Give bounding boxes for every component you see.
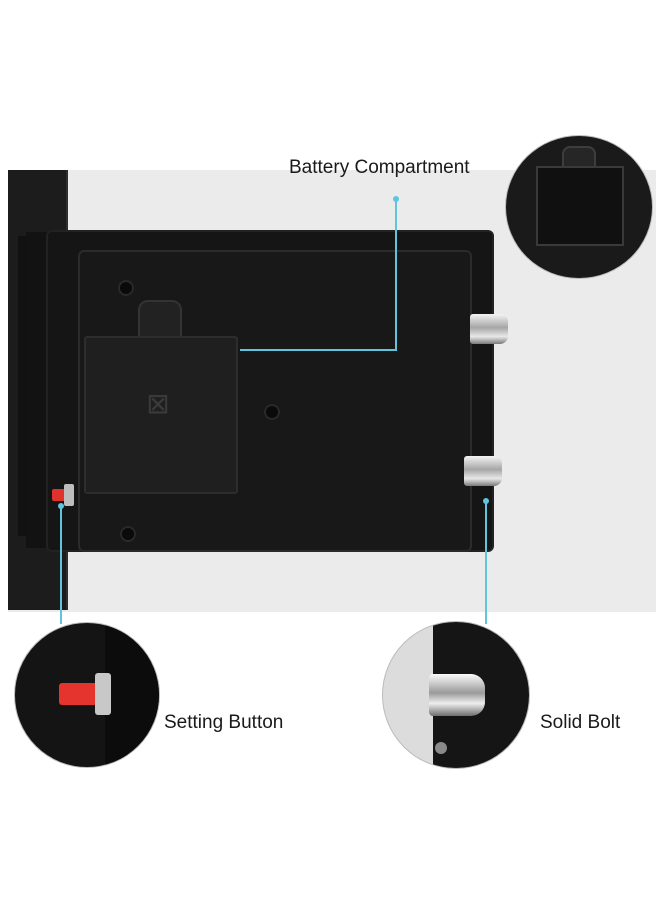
callout-dot-bolt [483,498,489,504]
solid-bolt-lower [464,456,502,486]
solid-bolt-closeup [429,674,485,716]
callout-line-bolt [485,502,487,624]
door-wall [105,623,159,767]
battery-latch [138,300,182,338]
solid-bolt-label: Solid Bolt [540,712,621,733]
battery-cover [84,336,238,494]
screw-hole [120,526,136,542]
solid-bolt-upper [470,314,508,344]
battery-zoom-circle [505,135,653,279]
callout-line-battery-vertical [395,200,397,350]
bolt-zoom-circle [382,621,530,769]
crossed-out-bin-icon: ⊠ [146,388,170,419]
red-setting-button [59,683,97,705]
button-ring [95,673,111,715]
setting-zoom-circle [14,622,160,768]
setting-button-label: Setting Button [164,712,284,733]
callout-line-setting [60,506,62,624]
callout-dot-battery [393,196,399,202]
screw-hole [118,280,134,296]
screw-hole [264,404,280,420]
plate-screw [435,742,447,754]
setting-button-ring [64,484,74,506]
callout-line-battery-horizontal [240,349,397,351]
battery-slot [536,166,624,246]
battery-compartment-label: Battery Compartment [289,157,470,178]
